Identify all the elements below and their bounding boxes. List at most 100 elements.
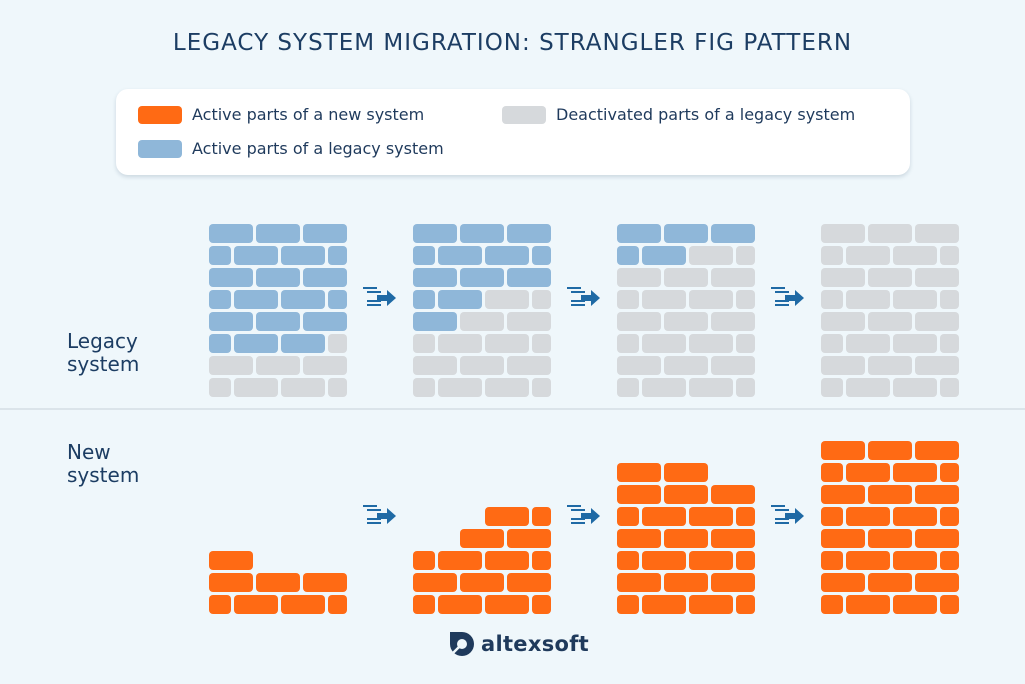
legacy-brick xyxy=(413,356,457,375)
legacy-brick xyxy=(940,290,959,309)
legacy-brick xyxy=(664,224,708,243)
legacy-brick xyxy=(915,224,959,243)
legacy-brick xyxy=(846,378,890,397)
legacy-brick xyxy=(617,356,661,375)
legacy-brick xyxy=(736,290,755,309)
legacy-brick xyxy=(209,268,253,287)
legacy-brick xyxy=(460,224,504,243)
legend-item-deactivated: Deactivated parts of a legacy system xyxy=(502,105,855,124)
legacy-brick xyxy=(438,378,482,397)
legend-swatch-new xyxy=(138,105,182,124)
new-brick xyxy=(532,551,551,570)
legacy-brick xyxy=(821,312,865,331)
legacy-brick xyxy=(711,356,755,375)
legacy-brick xyxy=(234,290,278,309)
new-brick xyxy=(413,573,457,592)
new-brick xyxy=(846,507,890,526)
legacy-brick xyxy=(532,290,551,309)
legacy-brick xyxy=(642,334,686,353)
legacy-brick xyxy=(460,312,504,331)
legacy-brick xyxy=(821,378,843,397)
new-brick xyxy=(821,507,843,526)
legacy-brick xyxy=(940,378,959,397)
new-brick xyxy=(664,529,708,548)
new-brick xyxy=(532,595,551,614)
new-brick xyxy=(940,463,959,482)
arrow-right-icon xyxy=(771,287,804,306)
legacy-brick xyxy=(328,334,347,353)
legacy-brick xyxy=(940,334,959,353)
legacy-brick xyxy=(868,356,912,375)
legacy-brick xyxy=(209,290,231,309)
legacy-brick xyxy=(485,246,529,265)
legacy-brick xyxy=(234,334,278,353)
legacy-brick xyxy=(485,290,529,309)
new-brick xyxy=(209,573,253,592)
new-brick xyxy=(617,507,639,526)
new-brick xyxy=(617,551,639,570)
legacy-brick xyxy=(209,378,231,397)
legacy-brick xyxy=(642,290,686,309)
legacy-brick xyxy=(507,224,551,243)
new-brick xyxy=(893,551,937,570)
new-brick xyxy=(736,551,755,570)
new-brick xyxy=(940,595,959,614)
legacy-brick xyxy=(689,290,733,309)
legend: Active parts of a new system Active part… xyxy=(116,89,910,175)
new-brick xyxy=(281,595,325,614)
new-brick xyxy=(438,551,482,570)
new-brick xyxy=(617,595,639,614)
legacy-brick xyxy=(868,268,912,287)
new-brick xyxy=(328,595,347,614)
legacy-brick xyxy=(868,224,912,243)
legacy-brick xyxy=(689,334,733,353)
legacy-brick xyxy=(915,268,959,287)
new-brick xyxy=(868,529,912,548)
legacy-brick xyxy=(664,268,708,287)
new-brick xyxy=(234,595,278,614)
legacy-brick xyxy=(532,334,551,353)
legacy-brick xyxy=(209,312,253,331)
legacy-brick xyxy=(281,378,325,397)
legacy-brick xyxy=(234,246,278,265)
legacy-brick xyxy=(413,290,435,309)
legacy-brick xyxy=(617,290,639,309)
new-brick xyxy=(915,529,959,548)
new-brick xyxy=(846,595,890,614)
new-brick xyxy=(893,463,937,482)
new-brick xyxy=(821,441,865,460)
new-brick xyxy=(460,529,504,548)
legacy-brick xyxy=(617,312,661,331)
new-brick xyxy=(868,485,912,504)
legacy-brick xyxy=(438,246,482,265)
new-brick xyxy=(460,573,504,592)
legacy-brick xyxy=(821,224,865,243)
new-brick xyxy=(711,485,755,504)
legacy-brick xyxy=(209,334,231,353)
legacy-brick xyxy=(893,378,937,397)
new-brick xyxy=(664,463,708,482)
new-brick xyxy=(821,573,865,592)
legacy-brick xyxy=(328,246,347,265)
new-brick xyxy=(940,551,959,570)
legacy-brick xyxy=(617,268,661,287)
legacy-brick xyxy=(736,334,755,353)
new-brick xyxy=(689,551,733,570)
legacy-brick xyxy=(821,290,843,309)
legacy-brick xyxy=(303,312,347,331)
new-brick xyxy=(711,573,755,592)
new-brick xyxy=(821,551,843,570)
legacy-brick xyxy=(532,246,551,265)
legacy-brick xyxy=(281,334,325,353)
legacy-brick xyxy=(256,224,300,243)
new-brick xyxy=(485,595,529,614)
legacy-brick xyxy=(413,224,457,243)
legacy-brick xyxy=(711,312,755,331)
new-brick xyxy=(915,485,959,504)
legacy-brick xyxy=(209,356,253,375)
legacy-brick xyxy=(281,290,325,309)
legacy-brick xyxy=(460,268,504,287)
arrow-right-icon xyxy=(363,505,396,524)
legacy-brick xyxy=(642,378,686,397)
